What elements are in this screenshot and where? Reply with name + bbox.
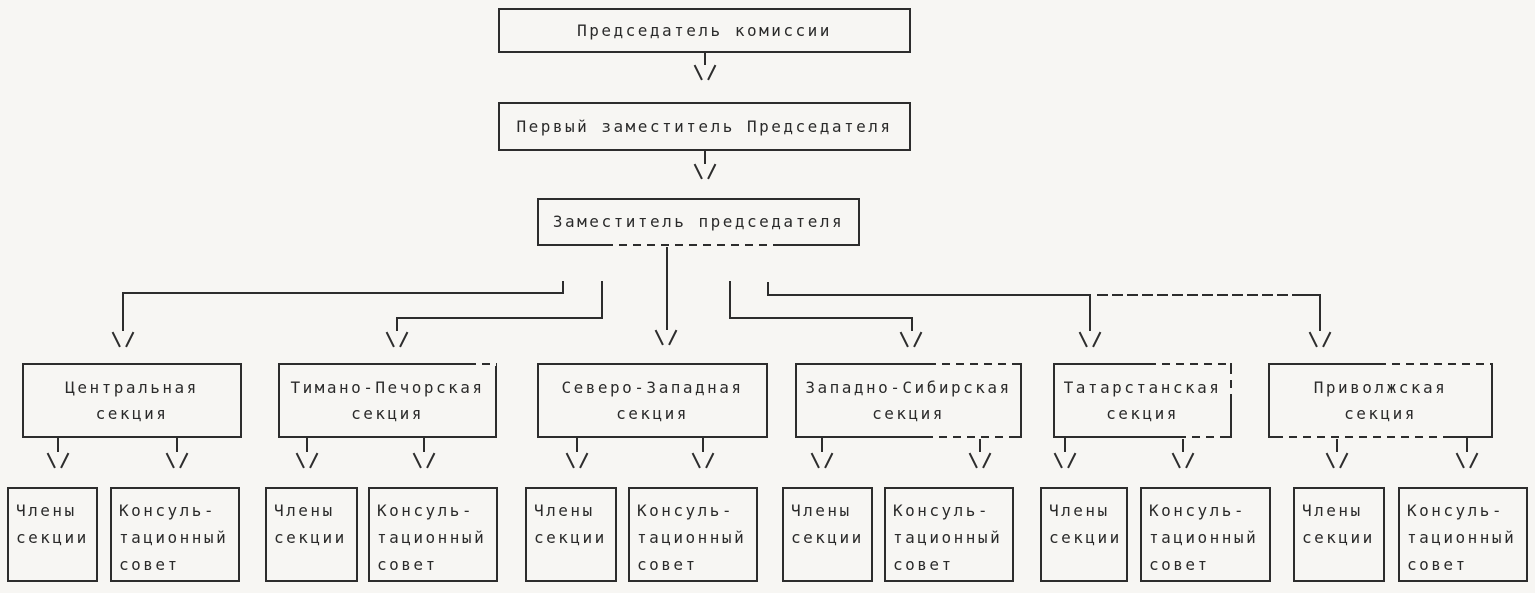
box-members-6: Члены секции bbox=[1293, 487, 1385, 582]
box-section-privolzhsky: Приволжская секция bbox=[1268, 363, 1493, 438]
box-council-3: Консуль- тационный совет bbox=[628, 487, 758, 582]
box-members-5: Члены секции bbox=[1040, 487, 1128, 582]
box-section-tatarstan: Татарстанская секция bbox=[1053, 363, 1232, 438]
box-council-1: Консуль- тационный совет bbox=[110, 487, 240, 582]
box-section-northwest: Северо-Западная секция bbox=[537, 363, 768, 438]
box-first-deputy: Первый заместитель Председателя bbox=[498, 102, 911, 151]
box-section-central: Центральная секция bbox=[22, 363, 242, 438]
box-section-west-siberian: Западно-Сибирская секция bbox=[795, 363, 1022, 438]
box-members-2: Члены секции bbox=[265, 487, 358, 582]
box-council-4: Консуль- тационный совет bbox=[884, 487, 1014, 582]
box-members-3: Члены секции bbox=[525, 487, 617, 582]
box-council-2: Консуль- тационный совет bbox=[368, 487, 498, 582]
box-members-4: Члены секции bbox=[782, 487, 873, 582]
box-members-1: Члены секции bbox=[7, 487, 98, 582]
box-section-timan-pechora: Тимано-Печорская секция bbox=[278, 363, 497, 438]
box-deputy: Заместитель председателя bbox=[537, 198, 860, 246]
box-chairman: Председатель комиссии bbox=[498, 8, 911, 53]
box-council-5: Консуль- тационный совет bbox=[1140, 487, 1271, 582]
box-council-6: Консуль- тационный совет bbox=[1398, 487, 1528, 582]
